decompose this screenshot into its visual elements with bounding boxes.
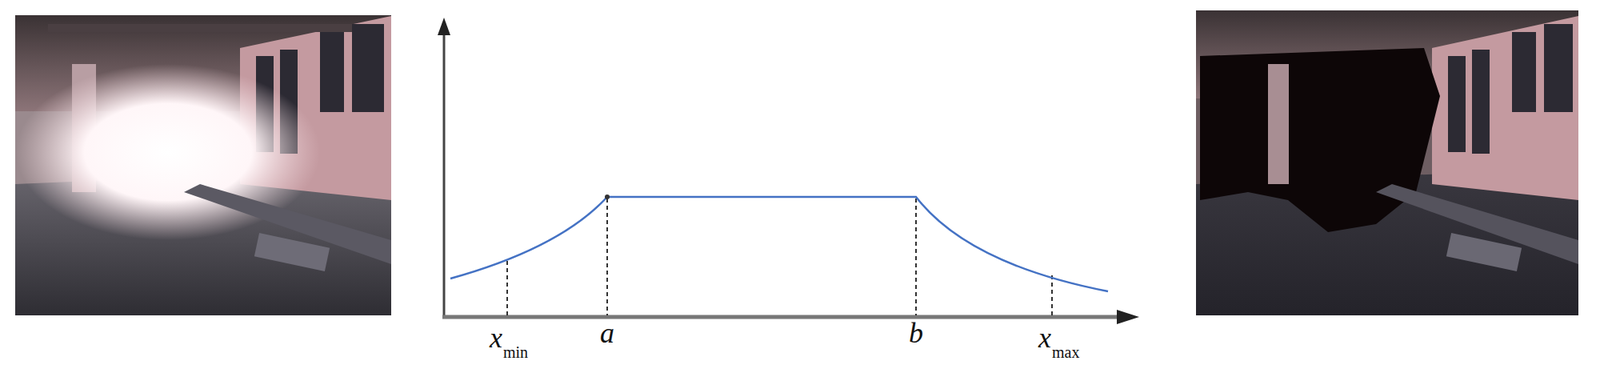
axis-label-subscript: min [503,344,528,360]
axis-label: x [489,323,503,352]
output-photo [1196,10,1579,316]
axis-label: b [908,318,924,348]
membership-graph [437,17,1140,324]
axis-label: a [600,318,615,348]
axis-label: x [1038,323,1052,352]
input-photo [15,15,392,316]
axis-label-subscript: max [1052,344,1080,360]
